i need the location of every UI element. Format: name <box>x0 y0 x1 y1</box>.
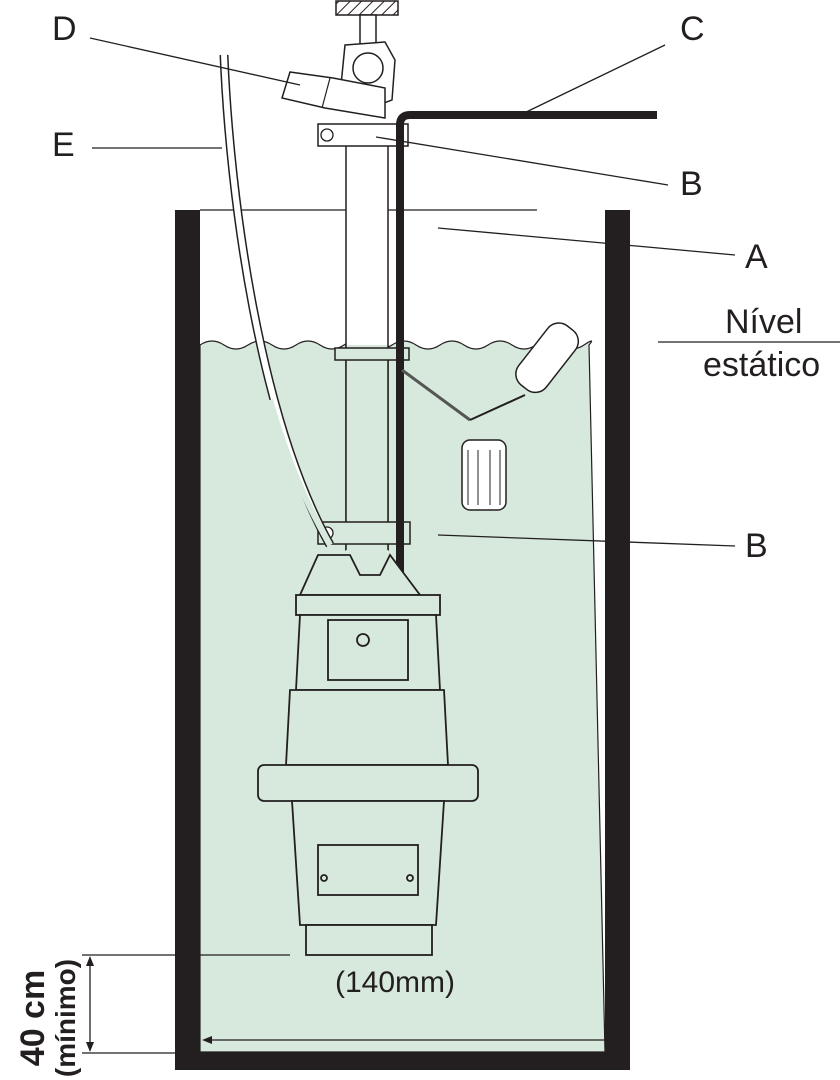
static-level-label-1: Nível <box>725 303 803 341</box>
float-switch <box>515 322 580 394</box>
label-b-top: B <box>680 165 703 203</box>
label-b-bottom: B <box>745 527 768 565</box>
power-cable <box>396 111 657 575</box>
min-depth-note: (mínimo) <box>50 958 81 1078</box>
label-e: E <box>52 126 75 164</box>
label-a: A <box>745 238 768 276</box>
tank <box>175 210 630 1070</box>
clamp-top <box>317 123 409 147</box>
static-level-label-2: estático <box>703 346 821 384</box>
label-c: C <box>680 10 705 48</box>
check-valve <box>281 71 386 119</box>
clamp-bottom <box>317 521 411 545</box>
pump <box>257 553 479 956</box>
min-depth-value: 40 cm <box>14 969 52 1067</box>
min-depth-label: 40 cm (mínimo) <box>14 918 81 1080</box>
counterweight <box>461 439 507 511</box>
ceiling-mount <box>335 0 399 16</box>
label-d: D <box>52 10 77 48</box>
pump-width-label: (140mm) <box>335 966 456 999</box>
